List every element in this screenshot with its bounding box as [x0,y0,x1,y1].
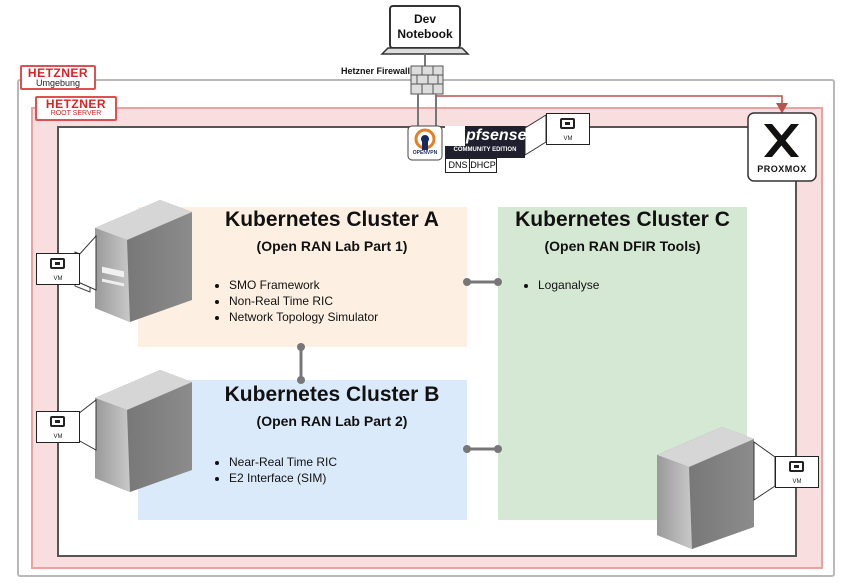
laptop-icon [380,5,470,55]
cluster-connector-a-b [297,343,305,384]
vm-label: VM [563,136,573,142]
server-icon-b [95,370,192,492]
vm-label: VM [53,276,63,282]
list-item: Network Topology Simulator [229,309,378,325]
monitor-icon [789,461,804,472]
list-item: Non-Real Time RIC [229,293,378,309]
cluster-b-title: Kubernetes Cluster B [224,383,440,406]
dev-notebook-label: Dev Notebook [397,12,453,41]
hetzner-root-logo: HETZNER [45,97,107,111]
cluster-a-area [138,207,467,347]
cluster-c-subtitle: (Open RAN DFIR Tools) [544,238,701,254]
list-item: E2 Interface (SIM) [229,470,337,486]
list-item: SMO Framework [229,277,378,293]
vm-box-firewall: VM [546,113,590,145]
vm-box-b: VM [36,411,80,443]
hetzner-environment-caption: Umgebung [35,78,81,88]
firewall-label: Hetzner Firewall [340,66,410,76]
cluster-b-list: Near-Real Time RIC E2 Interface (SIM) [213,454,337,486]
pfsense-logo [445,126,525,158]
hetzner-environment-logo: HETZNER [27,66,89,80]
cluster-connector-a-c [463,278,502,286]
cluster-c-title: Kubernetes Cluster C [515,208,730,231]
cluster-a-title: Kubernetes Cluster A [225,208,439,231]
monitor-icon [50,416,65,427]
hetzner-root-caption: ROOT SERVER [50,110,102,117]
cluster-a-subtitle: (Open RAN Lab Part 1) [256,238,408,254]
cluster-c-list: Loganalyse [522,277,599,293]
hetzner-root-badge: HETZNER ROOT SERVER [35,96,117,121]
cluster-a-list: SMO Framework Non-Real Time RIC Network … [213,277,378,325]
firewall-to-proxmox-arrow [436,95,788,114]
list-item: Loganalyse [538,277,599,293]
vm-box-c: VM [775,456,819,488]
vm-label: VM [792,479,802,485]
proxmox-label: PROXMOX [757,164,807,174]
hetzner-environment-badge: HETZNER Umgebung [20,65,96,90]
vm-label: VM [53,434,63,440]
pfsense-edition: COMMUNITY EDITION [453,147,517,153]
firewall-icon [410,65,444,95]
monitor-icon [50,258,65,269]
vm-box-a: VM [36,253,80,285]
proxmox-icon [747,112,817,182]
cluster-b-subtitle: (Open RAN Lab Part 2) [256,413,408,429]
openvpn-label: OPENVPN [412,150,438,156]
list-item: Near-Real Time RIC [229,454,337,470]
pfsense-name: pfsense [466,127,527,144]
server-icon-a [74,200,192,322]
cluster-b-area [138,380,467,520]
pfsense-tag-dns: DNS [445,158,471,173]
cluster-connector-b-c [463,445,502,453]
openvpn-icon [407,125,443,161]
monitor-icon [560,118,575,129]
server-icon-c [657,427,754,549]
pfsense-tag-dhcp: DHCP [469,158,497,173]
